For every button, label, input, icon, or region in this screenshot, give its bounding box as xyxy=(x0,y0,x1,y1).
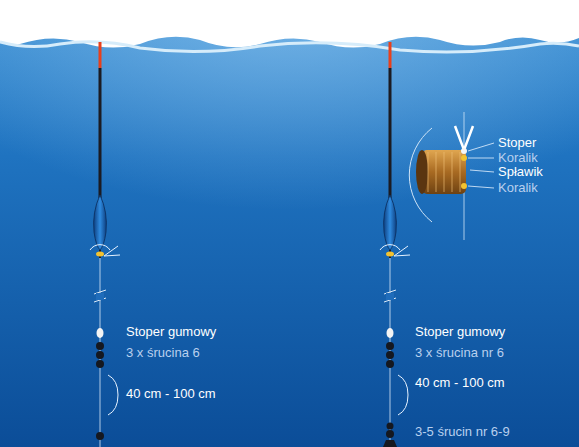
callout-detail xyxy=(409,112,494,240)
left-rig xyxy=(90,42,120,447)
part-name: Spławik xyxy=(498,164,543,180)
light-glow xyxy=(0,0,579,300)
dimension: 40 cm - 100 cm xyxy=(126,386,216,402)
part-name: Stoper xyxy=(498,135,536,151)
weight-note: 3 x śrucina nr 6 xyxy=(415,345,504,361)
part-name: Koralik xyxy=(498,180,538,196)
right-rig xyxy=(380,42,410,447)
dimension: 40 cm - 100 cm xyxy=(415,375,505,391)
weight-note: 3-5 śrucin nr 6-9 xyxy=(415,424,510,440)
part-name: Stoper gumowy xyxy=(126,324,216,340)
weight-note: 3 x śrucina 6 xyxy=(126,345,200,361)
part-name: Stoper gumowy xyxy=(415,324,505,340)
surface-line xyxy=(0,42,579,52)
part-name: Koralik xyxy=(498,150,538,166)
